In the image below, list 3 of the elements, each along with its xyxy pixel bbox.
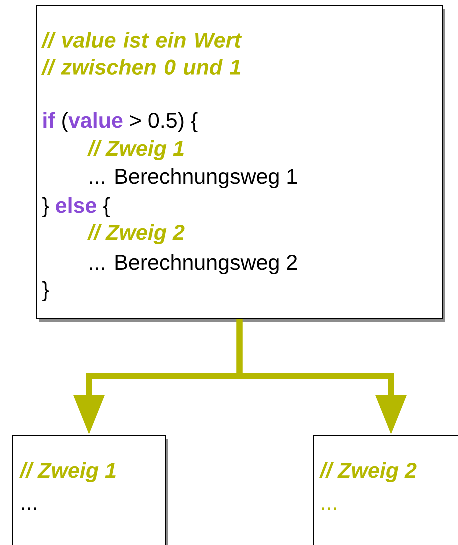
- branch-box: // Zweig 1 ...: [12, 435, 168, 545]
- branch-box: // Zweig 2 ...: [313, 435, 458, 545]
- code-box: // value ist ein Wert // zwischen 0 und 1 if (value > 0.5) { // Zweig 1 ... Berechnungsweg 1 } else { // Zweig 2 ... Berechnungsweg 2 }: [36, 5, 445, 322]
